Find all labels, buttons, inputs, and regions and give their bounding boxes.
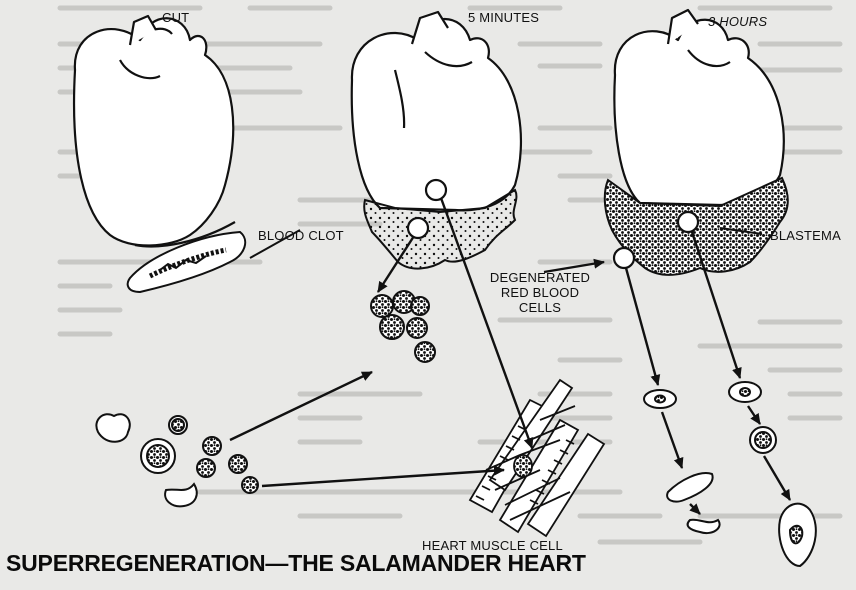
red-blood-cell-cluster [371,291,435,362]
label-five-minutes: 5 MINUTES [468,10,539,25]
label-cut: CUT [162,10,189,25]
blastema-cells [644,382,816,566]
heart-three-hours [614,10,783,205]
label-blood-clot: BLOOD CLOT [258,228,344,243]
label-degenerated-line2: RED BLOOD [480,285,600,300]
label-degenerated-line3: CELLS [480,300,600,315]
label-degenerated-red-blood-cells: DEGENERATED RED BLOOD CELLS [480,270,600,315]
label-blastema: BLASTEMA [770,228,841,243]
heart-muscle-cells [470,380,604,536]
figure-caption: SUPERREGENERATION—THE SALAMANDER HEART [6,550,586,577]
left-blood-cells [96,414,258,506]
label-degenerated-line1: DEGENERATED [480,270,600,285]
label-three-hours: 3 HOURS [708,14,767,29]
heart-cut [74,16,235,246]
